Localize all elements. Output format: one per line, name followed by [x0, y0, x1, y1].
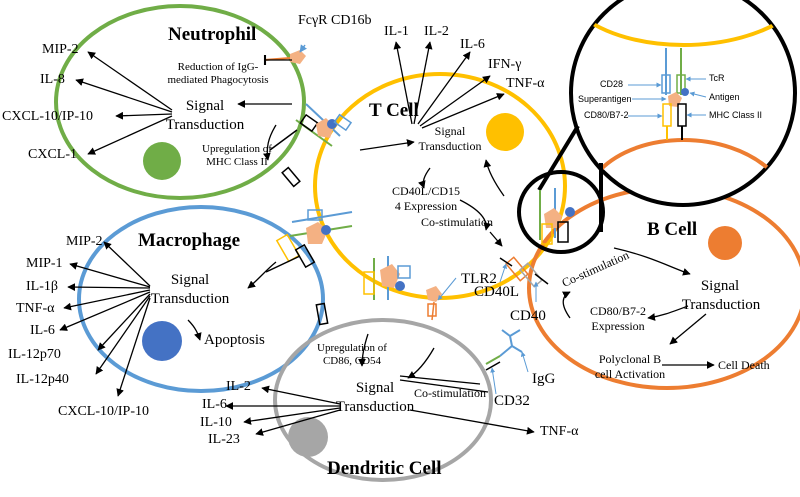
bcell-signal-line-2: Transduction [681, 297, 761, 313]
neutrophil-nucleus [143, 142, 181, 180]
dendritic-cell [273, 318, 493, 482]
zoom-tcr: TcR [709, 73, 725, 83]
bcell-signal-line-1: Signal [700, 278, 740, 294]
macrophage-output: IL-12p70 [8, 347, 61, 362]
tcell-costim: Co-stimulation [421, 215, 493, 229]
zoom-superantigen: Superantigen [578, 94, 632, 104]
tcell-cytokine: IL-6 [460, 37, 485, 52]
dendritic-signal-line-1: Signal [355, 380, 395, 396]
dendritic-tnf: TNF-α [540, 424, 579, 439]
zoom-cd80: CD80/B7-2 [584, 110, 629, 120]
zoom-antigen: Antigen [709, 92, 740, 102]
receptor-complex-bcell [539, 188, 575, 245]
cd40-label: CD40 [510, 308, 546, 324]
tlr2-receptor [426, 286, 442, 321]
macrophage-title: Macrophage [138, 230, 241, 251]
bcell-nucleus [708, 226, 742, 260]
bcell-cd80-line-1: CD80/B7-2 [589, 304, 646, 318]
tcell-signal-line-2: Transduction [418, 139, 482, 153]
neutrophil-upreg-line-2: MHC Class II [206, 156, 268, 168]
tcell-cytokine: IFN-γ [488, 57, 522, 72]
tcell-cytokine: IL-1 [384, 24, 409, 39]
neutrophil-output: MIP-2 [42, 42, 79, 57]
tcell-title: T Cell [369, 100, 419, 121]
macrophage-output: IL-12p40 [16, 372, 69, 387]
dendritic-output: IL-10 [200, 415, 232, 430]
neutrophil-output: IL-8 [40, 72, 65, 87]
tcell-cytokine: TNF-α [506, 76, 545, 91]
macrophage-signal-line-1: Signal [170, 272, 210, 288]
reduction-line-1: Reduction of IgG- [177, 61, 259, 73]
dendritic-upreg-line-1: Upregulation of [317, 342, 387, 354]
cd32-label: CD32 [494, 393, 530, 409]
tcell-nucleus [486, 113, 524, 151]
bcell-polyclonal-line-2: cell Activation [594, 367, 666, 381]
dendritic-output: IL-2 [226, 379, 251, 394]
dendritic-nucleus [288, 417, 328, 457]
bcell-polyclonal-line-1: Polyclonal B [598, 352, 662, 366]
neutrophil-signal-line-1: Signal [185, 98, 225, 114]
igg-label: IgG [532, 371, 556, 387]
tlr2-label: TLR2 [461, 271, 497, 287]
dendritic-output: IL-23 [208, 432, 240, 447]
dendritic-costim: Co-stimulation [414, 386, 486, 400]
receptor-complex-neutrophil [269, 103, 353, 188]
receptor-complex-dendritic [315, 256, 411, 326]
bcell-title: B Cell [647, 219, 698, 240]
cd40l-label: CD40L [474, 284, 519, 300]
tcell-cytokine: IL-2 [424, 24, 449, 39]
macrophage-output: CXCL-10/IP-10 [58, 404, 149, 419]
macrophage-output: IL-6 [30, 323, 55, 338]
dendritic-signal-line-2: Transduction [335, 399, 415, 415]
zoom-cd28: CD28 [600, 79, 624, 89]
tcell-cd40-line-1: CD40L/CD15 [391, 184, 460, 198]
cell-death-label: Cell Death [718, 358, 770, 372]
macrophage-signal-line-2: Transduction [150, 291, 230, 307]
macrophage-cell [77, 205, 325, 393]
macrophage-output: IL-1β [26, 279, 58, 294]
neutrophil-title: Neutrophil [168, 24, 257, 45]
macrophage-nucleus [142, 321, 182, 361]
fc-receptor-label: FcγR CD16b [298, 13, 372, 28]
cd32-igg [485, 329, 523, 371]
tcell-signal-line-1: Signal [434, 124, 466, 138]
zoom-mhc: MHC Class II [709, 110, 763, 120]
bcell-cd80-line-2: Expression [591, 319, 645, 333]
macrophage-output: MIP-1 [26, 256, 63, 271]
tcell-cd40-line-2: 4 Expression [394, 199, 458, 213]
neutrophil-cell [54, 4, 306, 200]
macrophage-output: MIP-2 [66, 234, 103, 249]
dendritic-upreg-line-2: CD86, CD54 [322, 355, 382, 367]
neutrophil-signal-line-2: Transduction [165, 117, 245, 133]
macrophage-output: TNF-α [16, 301, 55, 316]
neutrophil-output: CXCL-1 [28, 147, 77, 162]
neutrophil-upreg-line-1: Upregulation of [202, 143, 272, 155]
neutrophil-output: CXCL-10/IP-10 [2, 109, 93, 124]
dendritic-output: IL-6 [202, 397, 227, 412]
zoom-inset [569, 0, 797, 207]
apoptosis-label: Apoptosis [204, 332, 265, 348]
contact-highlight [517, 170, 605, 254]
receptor-complex-macrophage [265, 209, 353, 273]
dendritic-title: Dendritic Cell [327, 458, 442, 479]
reduction-line-2: mediated Phagocytosis [167, 74, 269, 86]
